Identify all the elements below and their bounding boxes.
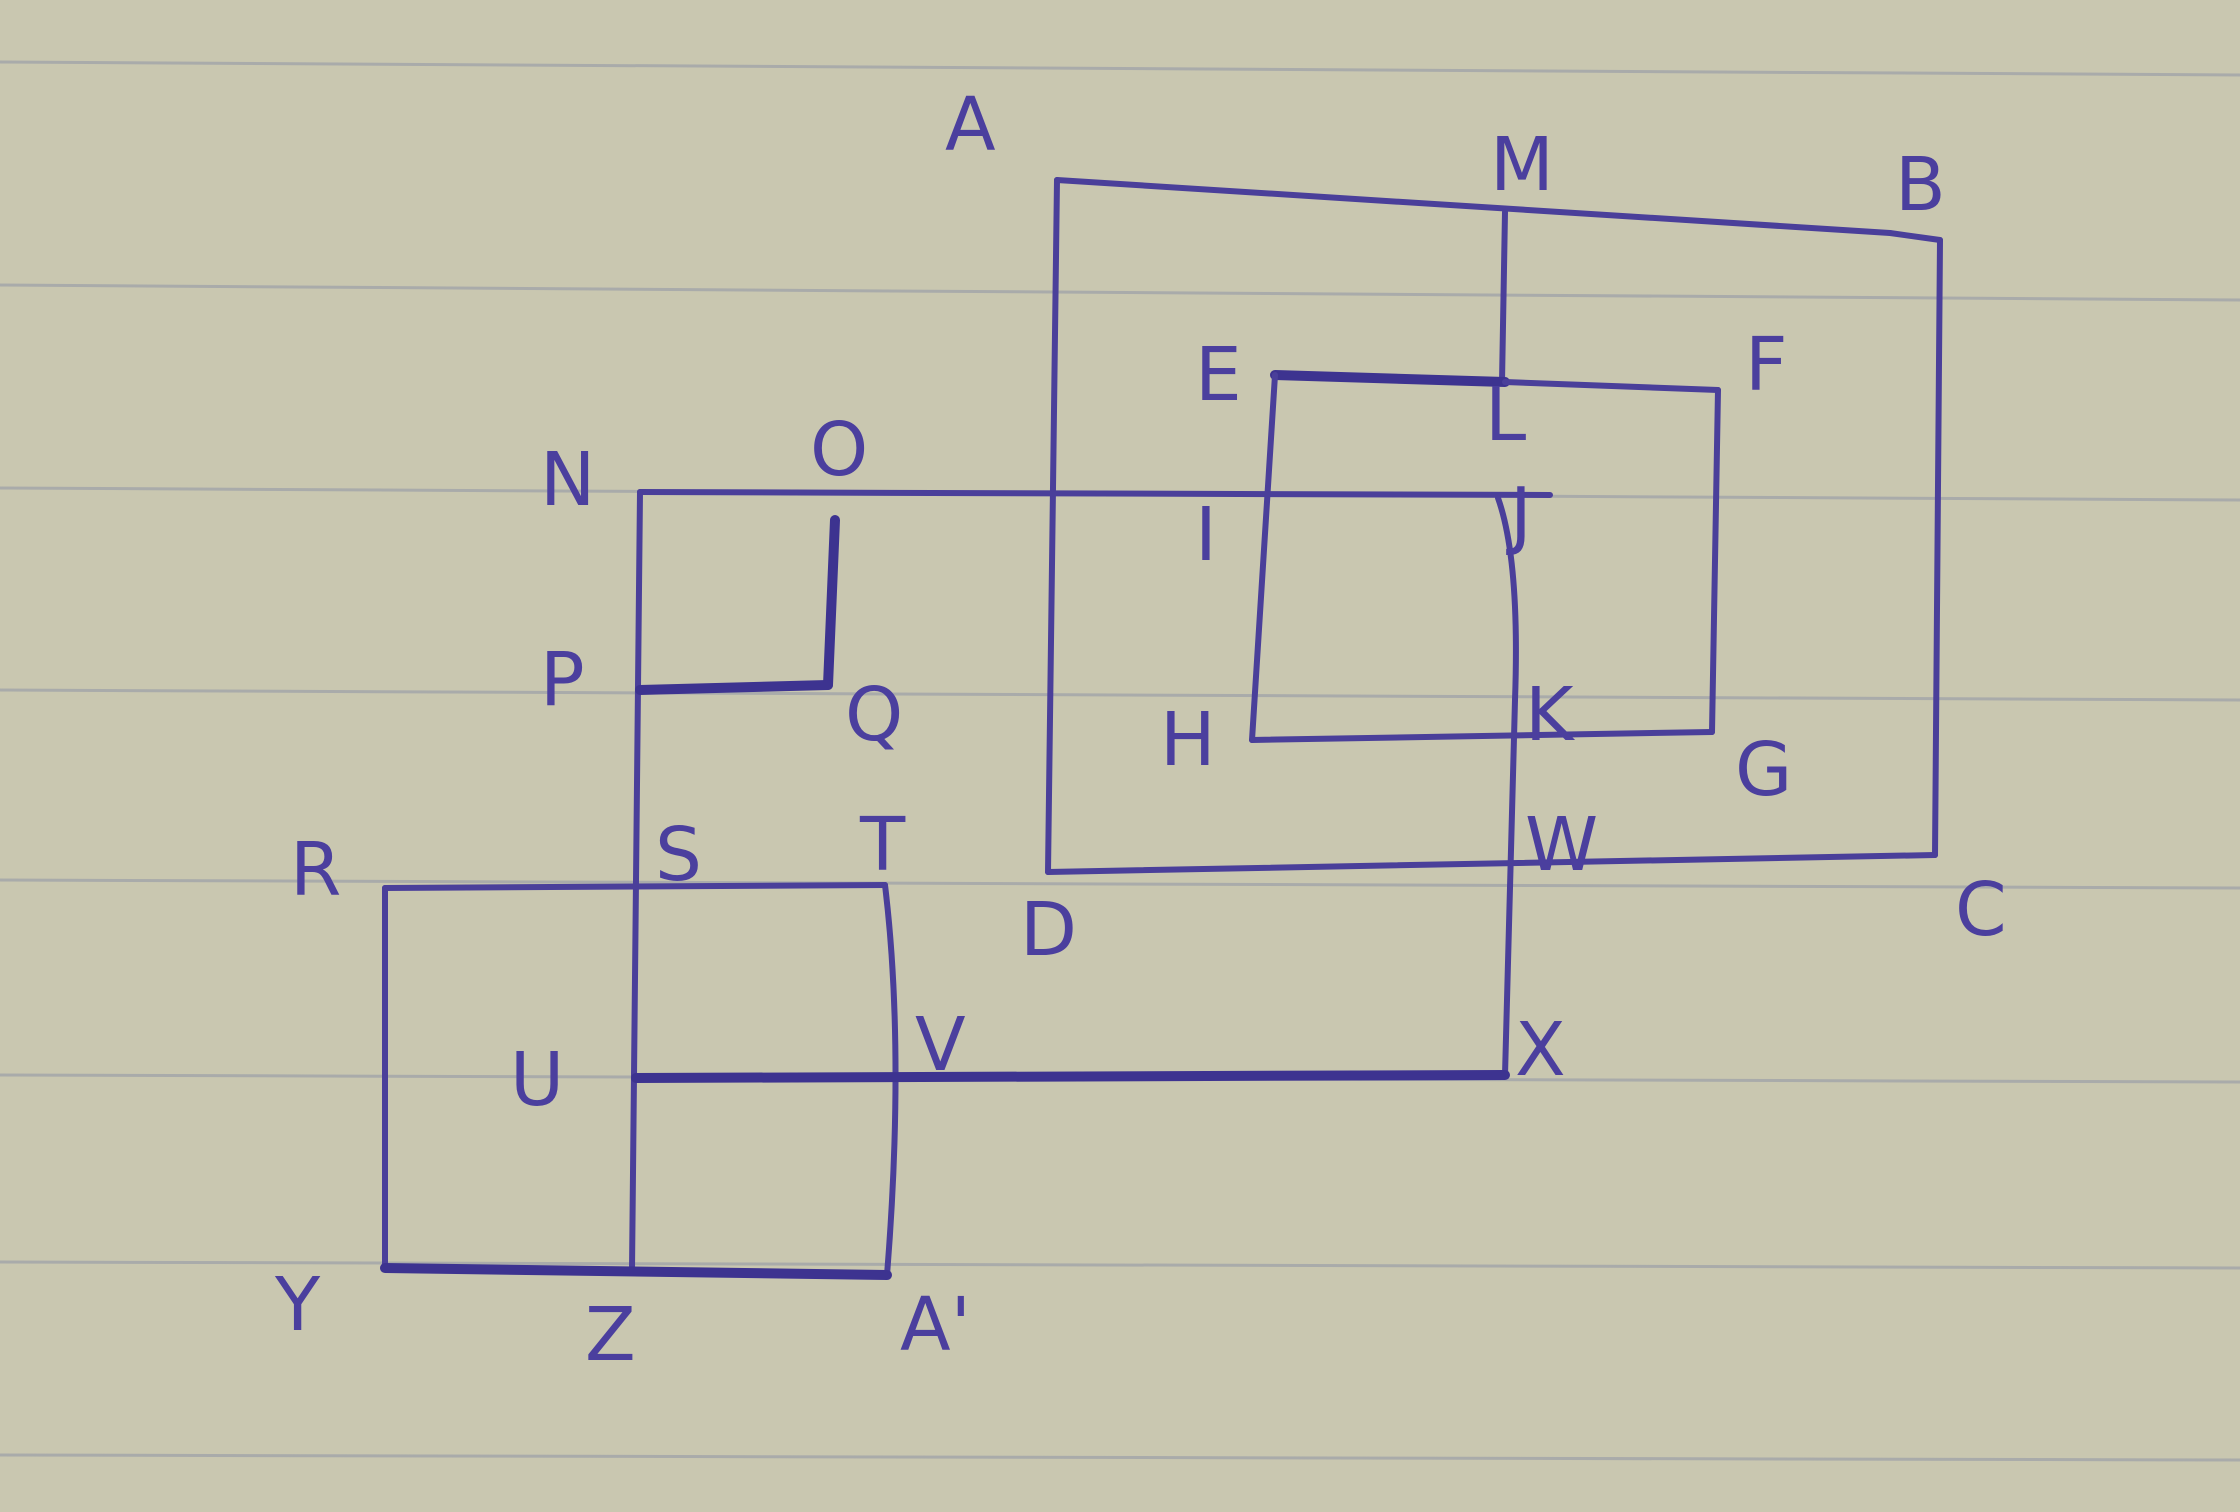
label-u: U (510, 1037, 564, 1123)
label-m: M (1490, 122, 1554, 208)
curve-j-k (1495, 495, 1519, 703)
label-b: B (1895, 142, 1946, 228)
label-o: O (810, 407, 868, 493)
label-v: V (915, 1002, 966, 1088)
label-a-prime: A' (900, 1282, 971, 1368)
label-w: W (1525, 802, 1598, 888)
vertex-labels: A B M E F L N O I J P Q H K G R S T D W … (274, 82, 2007, 1378)
label-q: Q (845, 672, 903, 758)
segment-ml (1499, 209, 1508, 385)
label-i: I (1195, 492, 1217, 578)
label-y: Y (274, 1262, 321, 1348)
label-p: P (540, 637, 585, 723)
label-z: Z (585, 1292, 636, 1378)
label-s: S (655, 812, 702, 898)
rectangle-abcd (1045, 177, 1943, 875)
label-c: C (1955, 867, 2007, 953)
label-n: N (540, 437, 595, 523)
square-rt-a2-y (380, 882, 899, 1280)
label-l: L (1485, 372, 1526, 458)
label-a: A (945, 82, 996, 168)
label-f: F (1745, 322, 1788, 408)
label-t: T (859, 802, 906, 888)
label-h: H (1160, 697, 1216, 783)
label-e: E (1195, 332, 1242, 418)
segment-o-q (823, 515, 840, 690)
rectangle-efgh (1249, 370, 1721, 743)
line-n-to-j (637, 489, 1553, 498)
segment-n-z (629, 489, 643, 1273)
label-k: K (1525, 672, 1576, 758)
label-j: J (1506, 472, 1532, 558)
label-g: G (1735, 727, 1792, 813)
label-d: D (1020, 887, 1077, 973)
notebook-ruled-lines (0, 60, 2240, 1462)
label-x: X (1515, 1007, 1566, 1093)
label-r: R (290, 827, 341, 913)
segment-q-p (635, 680, 833, 695)
segment-u-x (631, 1070, 1510, 1083)
segment-k-x (1502, 697, 1518, 1078)
